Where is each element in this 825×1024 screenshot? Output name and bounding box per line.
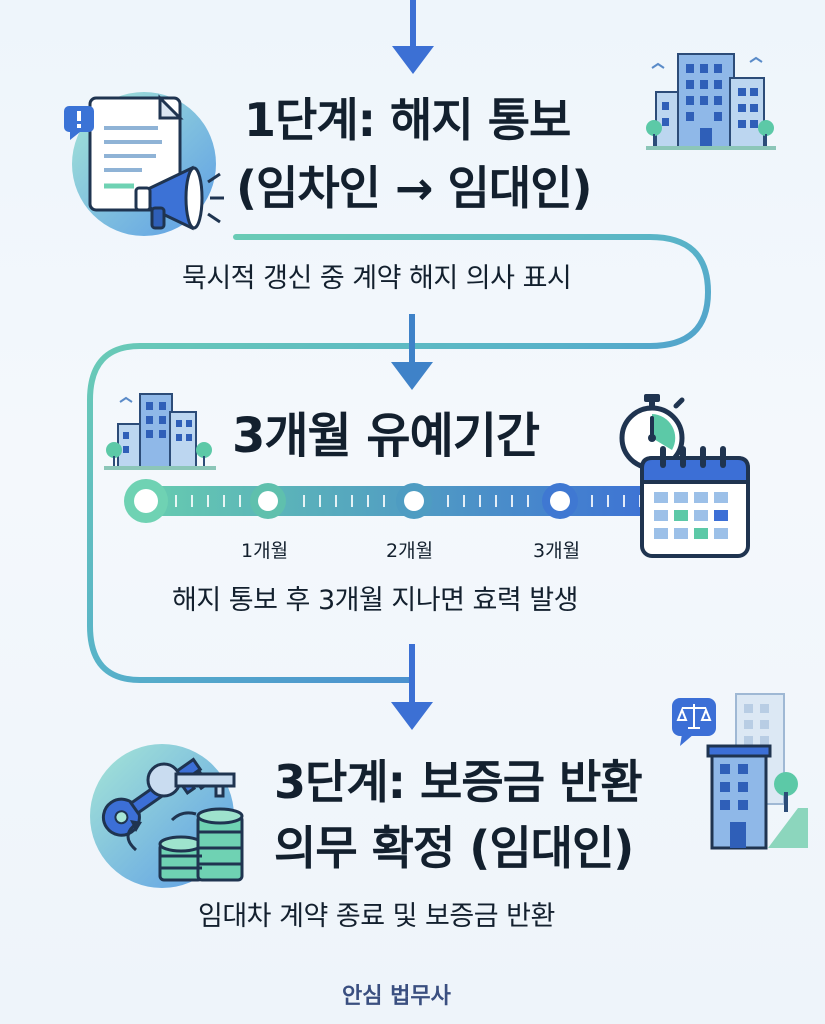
timeline-marker-3	[542, 483, 578, 519]
arrow-bottom-head	[391, 702, 433, 730]
step2-description: 해지 통보 후 3개월 지나면 효력 발생	[172, 585, 578, 616]
timeline-marker-2	[396, 483, 432, 519]
arrow-top-head	[392, 46, 434, 74]
step2-title: 3개월 유예기간	[232, 408, 540, 464]
step1-title-line1: 1단계: 해지 통보	[244, 93, 571, 147]
key-coins-icon	[90, 744, 244, 888]
building-icon	[646, 53, 776, 150]
timeline-label-3: 3개월	[533, 540, 581, 562]
timeline-label-2: 2개월	[386, 540, 434, 562]
document-megaphone-icon	[64, 92, 224, 236]
timeline-marker-1	[250, 483, 286, 519]
flow-path	[87, 234, 712, 683]
scale-icon	[672, 693, 808, 850]
arrow-mid-head	[391, 362, 433, 390]
step1-description: 묵시적 갱신 중 계약 해지 의사 표시	[182, 263, 572, 294]
footer-brand: 안심 법무사	[342, 984, 451, 1009]
step1-title-line2: (임차인 → 임대인)	[236, 161, 593, 215]
building-icon	[104, 393, 216, 470]
calendar-icon	[640, 446, 750, 558]
step3-title-line1: 3단계: 보증금 반환	[274, 755, 643, 809]
step3-title-line2: 의무 확정 (임대인)	[274, 821, 634, 875]
timeline-label-1: 1개월	[241, 540, 289, 562]
timeline-marker-start	[124, 479, 168, 523]
stopwatch-icon	[619, 394, 685, 471]
step3-description: 임대차 계약 종료 및 보증금 반환	[198, 901, 555, 932]
